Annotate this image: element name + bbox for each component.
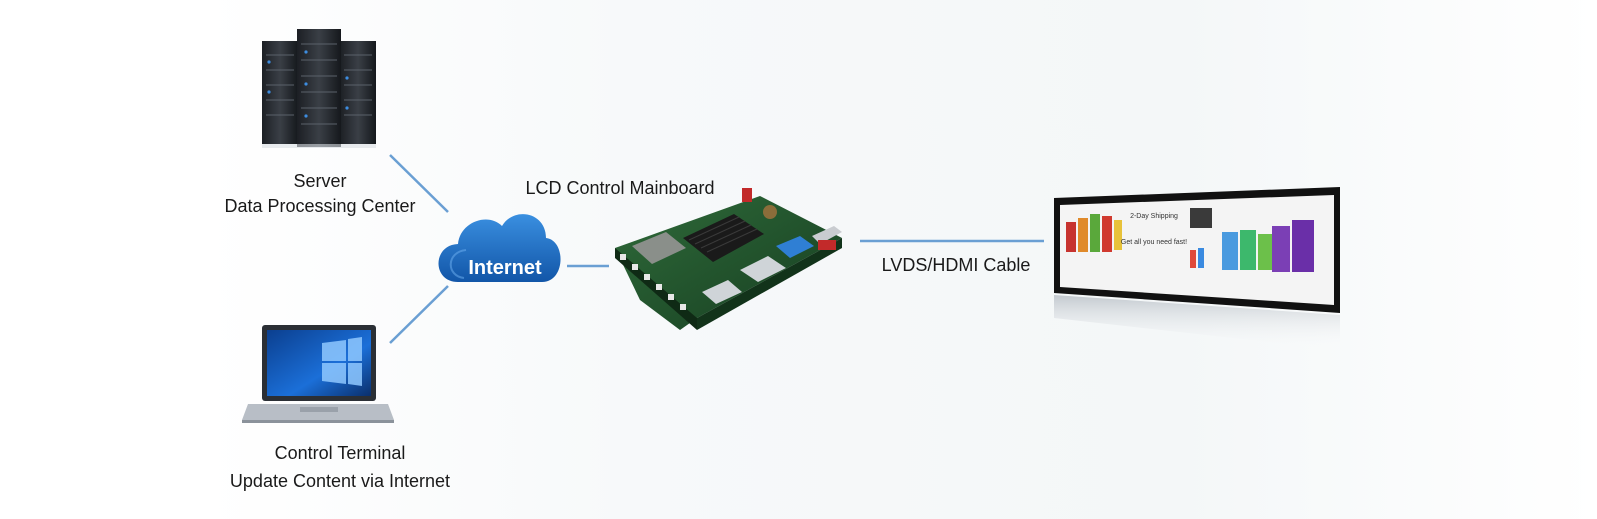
server-sublabel: Data Processing Center <box>224 196 416 216</box>
connector-laptop-cloud <box>389 285 449 344</box>
background <box>205 0 1597 519</box>
display-headline: 2-Day Shipping <box>1130 213 1178 220</box>
terminal-sublabel: Update Content via Internet <box>229 471 451 491</box>
internet-cloud-icon <box>438 214 561 282</box>
cloud-label: Internet <box>468 257 542 279</box>
stretched-lcd-icon <box>1054 187 1340 350</box>
mainboard-label: LCD Control Mainboard <box>525 178 715 198</box>
connector-server-cloud <box>389 154 449 213</box>
mainboard-icon <box>615 188 842 330</box>
server-rack-icon <box>262 29 376 148</box>
cable-label: LVDS/HDMI Cable <box>881 255 1031 275</box>
display-products-right <box>1190 208 1314 272</box>
laptop-icon <box>242 325 394 423</box>
display-subline: Get all you need fast! <box>1120 239 1188 246</box>
display-products-left <box>1066 214 1122 252</box>
terminal-label: Control Terminal <box>274 443 406 463</box>
connector-lines <box>389 154 1044 344</box>
server-label: Server <box>293 171 347 191</box>
